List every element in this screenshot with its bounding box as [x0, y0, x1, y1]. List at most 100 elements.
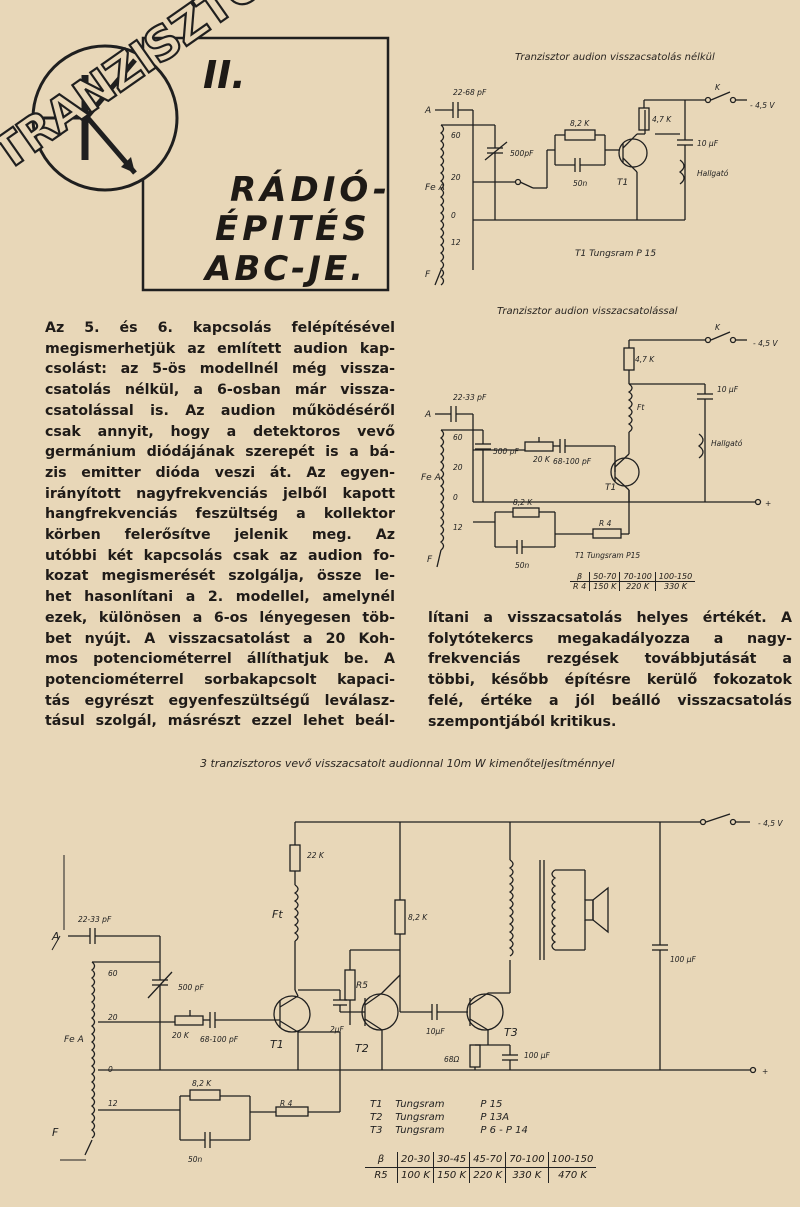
svg-text:10μF: 10μF [426, 1027, 445, 1036]
list-item: T1 Tungsram P 15 [370, 1099, 503, 1110]
svg-text:20: 20 [108, 1013, 118, 1022]
diagram2-beta-table: β 50-70 70-100 100-150 R 4 150 K 220 K 3… [570, 572, 696, 591]
svg-text:20: 20 [451, 173, 461, 182]
svg-text:8,2 K: 8,2 K [570, 119, 590, 128]
svg-text:20 K: 20 K [172, 1031, 190, 1040]
svg-text:T1 Tungsram P15: T1 Tungsram P15 [575, 551, 640, 560]
svg-text:A: A [424, 410, 431, 420]
svg-text:10 μF: 10 μF [717, 385, 739, 394]
svg-text:12: 12 [451, 238, 461, 247]
list-item: T2 Tungsram P 13A [370, 1112, 510, 1123]
svg-text:22-33 pF: 22-33 pF [453, 393, 487, 402]
svg-text:500 pF: 500 pF [493, 447, 519, 456]
svg-text:Ft: Ft [272, 908, 283, 921]
article-line: csatolás nélkül, a 6-osban már vissza- [45, 382, 395, 399]
article-line: többi, később építésre kerülő fokozatok [428, 672, 792, 689]
svg-text:500pF: 500pF [510, 149, 534, 158]
article-line: csatolással is. Az audion működéséről [45, 402, 395, 419]
article-line: folytótekercs megakadályozza a nagy- [428, 630, 792, 647]
svg-text:8,2 K: 8,2 K [408, 913, 428, 922]
svg-text:- 4,5 V: - 4,5 V [758, 819, 783, 828]
svg-text:4,7 K: 4,7 K [652, 115, 672, 124]
svg-text:50n: 50n [573, 179, 588, 188]
logo-graphic [31, 36, 390, 292]
article-line: Az 5. és 6. kapcsolás felépítésével [45, 320, 395, 336]
svg-text:8,2 K: 8,2 K [192, 1079, 212, 1088]
article-line: zis emitter dióda veszi át. Az egyen- [45, 464, 395, 481]
svg-text:Fe A: Fe A [64, 1035, 84, 1045]
svg-text:22 K: 22 K [307, 851, 325, 860]
diagram3-schematic: A 22-33 pF Fe A F 60 20 0 12 500 pF 20 K… [51, 813, 783, 1164]
svg-text:100 μF: 100 μF [524, 1051, 550, 1060]
svg-text:+: + [765, 499, 771, 508]
article-line: körben felerősítve jelenik meg. Az [45, 527, 395, 544]
svg-text:68Ω: 68Ω [444, 1055, 460, 1064]
header-logo: II. TRANZISZTOROS RÁDIÓ- ÉPITÉS ABC-JE. [0, 0, 395, 295]
svg-text:0: 0 [108, 1065, 113, 1074]
svg-text:- 4,5 V: - 4,5 V [753, 339, 778, 348]
svg-text:22-68 pF: 22-68 pF [453, 88, 487, 97]
svg-text:K: K [715, 323, 721, 332]
svg-text:T1 Tungsram P 15: T1 Tungsram P 15 [575, 249, 656, 259]
table-row: β 20-30 30-45 45-70 70-100 100-150 [365, 1152, 597, 1168]
svg-text:Ft: Ft [637, 403, 645, 412]
svg-text:68-100 pF: 68-100 pF [553, 457, 592, 466]
table-row: β 50-70 70-100 100-150 [570, 572, 696, 582]
svg-text:K: K [715, 83, 721, 92]
svg-text:+: + [762, 1067, 768, 1076]
list-item: T3 Tungsram P 6 - P 14 [370, 1125, 528, 1136]
logo-title-line3: ÉPITÉS [215, 209, 371, 249]
svg-text:A: A [424, 106, 431, 116]
svg-text:10 μF: 10 μF [697, 139, 719, 148]
svg-text:68-100 pF: 68-100 pF [200, 1035, 239, 1044]
svg-text:Fe A: Fe A [421, 473, 441, 483]
svg-text:Hallgató: Hallgató [697, 169, 729, 178]
svg-text:500 pF: 500 pF [178, 983, 204, 992]
article-line: megismerhetjük az említett audion kap- [45, 340, 395, 357]
svg-text:T3: T3 [504, 1026, 518, 1039]
svg-text:60: 60 [453, 433, 463, 442]
svg-text:20: 20 [453, 463, 463, 472]
svg-text:50n: 50n [188, 1155, 203, 1164]
article-line: germánium diódájának szerepét is a bá- [45, 444, 395, 461]
article-line: frekvenciás rezgések továbbjutását a [428, 651, 792, 668]
svg-text:12: 12 [453, 523, 463, 532]
diagram2-caption: Tranzisztor audion visszacsatolással [497, 306, 678, 317]
article-line: potenciométerrel sorbakapcsolt kapaci- [45, 671, 395, 688]
article-line: szempontjából kritikus. [428, 713, 617, 730]
article-line: irányított nagyfrekvenciás jelből kapott [45, 485, 395, 502]
svg-text:Fe A: Fe A [425, 183, 445, 193]
svg-text:F: F [52, 1126, 59, 1139]
svg-text:R 4: R 4 [280, 1099, 293, 1108]
svg-text:20 K: 20 K [533, 455, 551, 464]
svg-text:F: F [427, 555, 433, 565]
svg-text:T1: T1 [605, 483, 616, 493]
diagram3-caption: 3 tranzisztoros vevő visszacsatolt audio… [200, 757, 615, 770]
article-right-column: lítani a visszacsatolás helyes értékét. … [428, 608, 792, 732]
table-row: R 4 150 K 220 K 330 K [570, 581, 696, 591]
svg-text:60: 60 [108, 969, 118, 978]
svg-text:Hallgató: Hallgató [711, 439, 743, 448]
table-row: R5 100 K 150 K 220 K 330 K 470 K [365, 1167, 597, 1183]
svg-text:T2: T2 [355, 1042, 369, 1055]
article-line: bet nyújt. A visszacsatolást a 20 Koh- [45, 630, 395, 647]
svg-text:0: 0 [453, 493, 458, 502]
svg-text:T1: T1 [270, 1038, 284, 1051]
article-line: mos potenciométerrel állíthatjuk be. A [45, 651, 395, 668]
svg-text:22-33 pF: 22-33 pF [78, 915, 112, 924]
svg-text:100 μF: 100 μF [670, 955, 696, 964]
article-line: utóbbi két kapcsolás csak az audion fo- [45, 547, 395, 564]
diagram1-caption: Tranzisztor audion visszacsatolás nélkül [515, 52, 715, 63]
logo-series-number: II. [203, 53, 246, 97]
logo-title-line4: ABC-JE. [205, 249, 367, 289]
svg-text:R5: R5 [356, 981, 368, 991]
article-line: tásul szolgál, másrészt ezzel lehet beál… [45, 713, 395, 730]
article-line: het hasonlítani a 2. modellel, amelynél [45, 589, 395, 606]
article-line: hangfrekvenciás feszültség a kollektor [45, 506, 395, 523]
svg-text:4,7 K: 4,7 K [635, 355, 655, 364]
diagram3-beta-table: β 20-30 30-45 45-70 70-100 100-150 R5 10… [365, 1152, 597, 1183]
diagram3-transistor-list: T1 Tungsram P 15 T2 Tungsram P 13A T3 Tu… [370, 1098, 528, 1137]
svg-text:T1: T1 [617, 178, 628, 188]
article-line: tás egyrészt egyenfeszültségű leválasz- [45, 692, 395, 709]
svg-text:12: 12 [108, 1099, 118, 1108]
